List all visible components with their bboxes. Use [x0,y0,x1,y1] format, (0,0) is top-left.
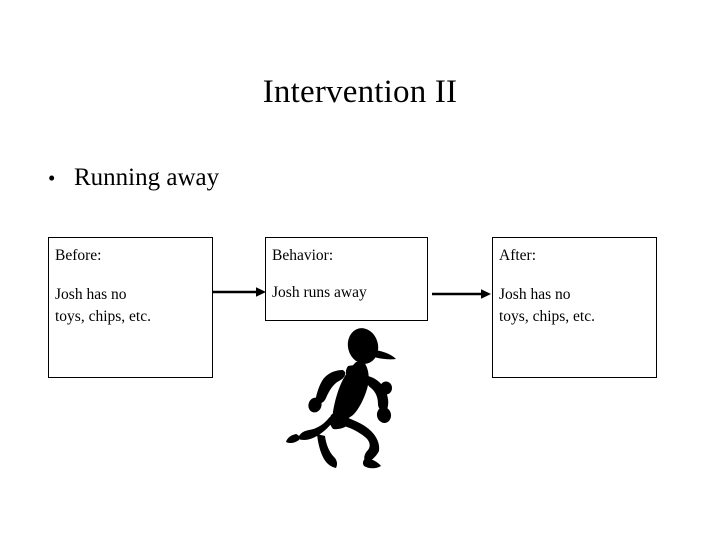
box-before-body: Josh has no toys, chips, etc. [55,286,151,325]
box-behavior-body: Josh runs away [272,284,367,301]
bullet-item-label: Running away [74,164,220,191]
page-title: Intervention II [262,74,458,110]
box-after-body: Josh has no toys, chips, etc. [499,286,595,325]
running-person-icon [286,326,404,471]
box-before: Before: Josh has no toys, chips, etc. [48,237,213,378]
box-behavior-heading: Behavior: [272,247,334,264]
arrow-behavior-to-after-icon [432,287,492,301]
arrow-before-to-behavior-icon [212,285,267,299]
bullet-list-item: • Running away [48,162,219,194]
box-after: After: Josh has no toys, chips, etc. [492,237,657,378]
box-after-heading: After: [499,247,537,264]
box-behavior: Behavior: Josh runs away [265,237,428,321]
bullet-point-icon: • [48,166,56,190]
box-before-heading: Before: [55,247,102,264]
